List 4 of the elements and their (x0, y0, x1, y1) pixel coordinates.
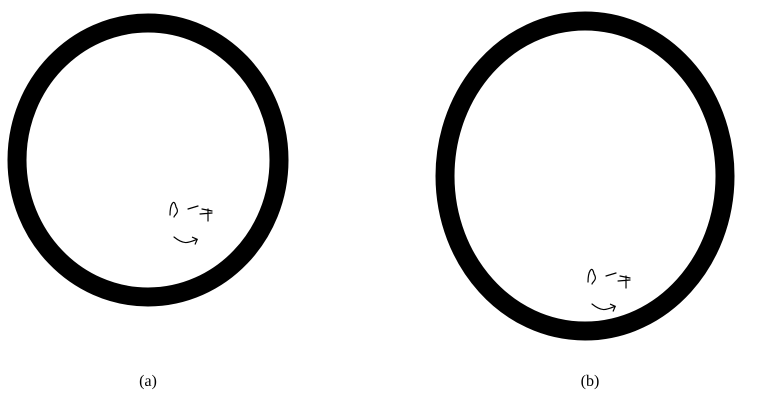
ring (436, 12, 734, 340)
ring (8, 14, 288, 306)
panel-label: (b) (581, 374, 599, 390)
panel-label: (a) (140, 374, 156, 390)
